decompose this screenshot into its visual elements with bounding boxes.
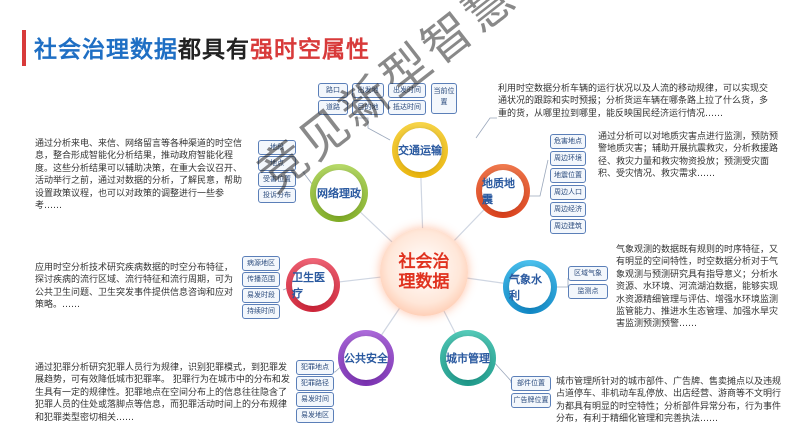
tag-geology-1: 周边环境 — [550, 151, 586, 166]
paragraph-weather: 气象观测的数据既有规则的时序特征，又有明显的空间特性，时空数据分析对于气象观测与… — [616, 245, 779, 330]
tag-traffic-4: 道路 — [318, 100, 348, 115]
title-accent-bar — [22, 30, 26, 66]
tag-network-0: 地段 — [258, 140, 296, 155]
center-hub: 社会治理数据 — [380, 228, 468, 316]
node-weather-label: 气象水利 — [509, 266, 551, 308]
node-network-label: 网络理政 — [316, 170, 362, 216]
node-weather: 气象水利 — [503, 260, 557, 314]
tag-geology-4: 周边经济 — [550, 202, 586, 217]
tag-traffic-6: 抵达时间 — [388, 100, 426, 115]
tag-geology-3: 周边人口 — [550, 185, 586, 200]
paragraph-traffic: 利用时空数据分析车辆的运行状况以及人流的移动规律，可以实现交通状况的跟踪和实时预… — [498, 84, 769, 119]
tag-traffic-2: 出发时间 — [388, 83, 426, 98]
node-geology-label: 地质地震 — [482, 170, 524, 212]
tag-network-1: 地点 — [258, 156, 296, 171]
center-hub-label: 社会治理数据 — [398, 252, 450, 292]
tag-network-2: 受害位置 — [258, 172, 296, 187]
tag-weather-0: 区域气象 — [568, 266, 608, 281]
tag-health-2: 易发时段 — [242, 288, 280, 303]
tag-security-2: 易发时间 — [296, 392, 334, 407]
paragraph-city: 城市管理所针对的城市部件、广告牌、售卖摊点以及违规占道停车、非机动车乱停放、出店… — [556, 377, 782, 425]
bracket-traffic — [356, 117, 391, 141]
tag-health-1: 传播范围 — [242, 272, 280, 287]
tag-geology-5: 周边建筑 — [550, 219, 586, 234]
tag-traffic-1: 出发地 — [352, 83, 384, 98]
paragraph-network: 通过分析来电、来信、网络留言等各种渠道的时空信息，整合形成智能化分析结果，推动政… — [35, 139, 243, 212]
node-security: 公共安全 — [338, 330, 394, 386]
bracket-geology — [525, 159, 549, 197]
node-city-label: 城市管理 — [446, 336, 490, 380]
tag-traffic-0: 路口 — [318, 83, 348, 98]
node-health-label: 卫生医疗 — [292, 264, 334, 306]
tag-security-3: 易发地区 — [296, 408, 334, 423]
paragraph-health: 应用时空分析技术研究疾病数据的时空分布特征，探讨疾病的流行区域、流行特征和流行周… — [35, 263, 234, 311]
title-part-2: 都具有 — [178, 37, 250, 63]
tag-network-3: 投诉分布 — [258, 188, 296, 203]
paragraph-security: 通过犯罪分析研究犯罪人员行为规律，识别犯罪模式，到犯罪发展趋势，可有效降低城市犯… — [35, 363, 290, 423]
title-part-1: 社会治理数据 — [34, 37, 178, 63]
tag-weather-1: 监测点 — [568, 284, 608, 299]
bracket-traffic-right — [475, 117, 497, 139]
node-network: 网络理政 — [310, 164, 368, 222]
tag-traffic-3: 当前位置 — [431, 83, 457, 114]
tag-geology-2: 地震位置 — [550, 168, 586, 183]
tag-geology-0: 危害地点 — [550, 134, 586, 149]
node-traffic: 交通运输 — [392, 122, 448, 178]
node-health: 卫生医疗 — [286, 258, 340, 312]
node-geology: 地质地震 — [476, 164, 530, 218]
node-traffic-label: 交通运输 — [398, 128, 442, 172]
tag-city-1: 广告牌位置 — [511, 393, 551, 408]
tag-security-1: 犯罪路径 — [296, 376, 334, 391]
page-title: 社会治理数据都具有强时空属性 — [34, 30, 370, 64]
tag-health-3: 持续时间 — [242, 304, 280, 319]
tag-city-0: 部件位置 — [511, 376, 551, 391]
title-part-3: 强时空属性 — [250, 37, 370, 63]
node-city: 城市管理 — [440, 330, 496, 386]
tag-security-0: 犯罪地点 — [296, 360, 334, 375]
node-security-label: 公共安全 — [344, 336, 388, 380]
tag-traffic-5: 目的地 — [352, 100, 384, 115]
tag-health-0: 病源地区 — [242, 256, 280, 271]
paragraph-geology: 通过分析可以对地质灾害点进行监测，预防预警地质灾害；辅助开展抗震救灾，分析救援路… — [598, 132, 779, 180]
